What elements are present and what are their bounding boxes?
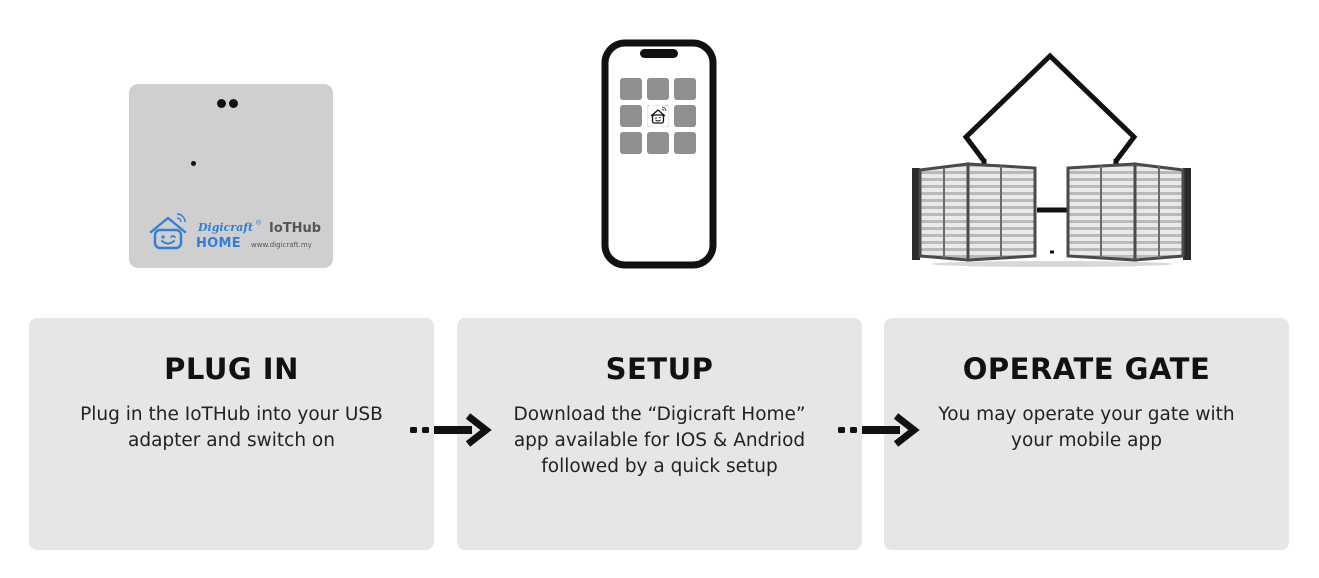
dotted-arrow-icon (838, 413, 920, 447)
digicraft-home-logo-icon (149, 213, 187, 250)
brand-name: Digicraft (198, 221, 254, 234)
step-description: Plug in the IoTHub into your USB adapter… (80, 404, 383, 451)
smartphone-icon (601, 39, 717, 269)
step-title: PLUG IN (164, 352, 299, 386)
step-description: Download the “Digicraft Home” app availa… (513, 404, 806, 477)
product-name: IoTHub (269, 221, 322, 236)
step-description: You may operate your gate with your mobi… (938, 404, 1235, 451)
iothub-device-icon: Digicraft ® HOME IoTHub www.digicraft.my (129, 84, 333, 268)
step-card-operate-gate: OPERATE GATE You may operate your gate w… (884, 318, 1289, 550)
reset-pinhole (191, 161, 196, 166)
swing-gate-icon (912, 162, 1191, 267)
step-card-setup: SETUP Download the “Digicraft Home” app … (457, 318, 862, 550)
led-indicator (229, 99, 238, 108)
step-title: OPERATE GATE (962, 352, 1211, 386)
website-text: www.digicraft.my (251, 241, 312, 249)
step-card-plug-in: PLUG IN Plug in the IoTHub into your USB… (29, 318, 434, 550)
digicraft-home-app-icon (647, 105, 669, 127)
brand-sub: HOME (196, 236, 241, 251)
app-grid (620, 78, 696, 154)
led-indicator (217, 99, 226, 108)
registered-mark: ® (256, 220, 262, 227)
dotted-arrow-icon (410, 413, 492, 447)
step-title: SETUP (605, 352, 714, 386)
